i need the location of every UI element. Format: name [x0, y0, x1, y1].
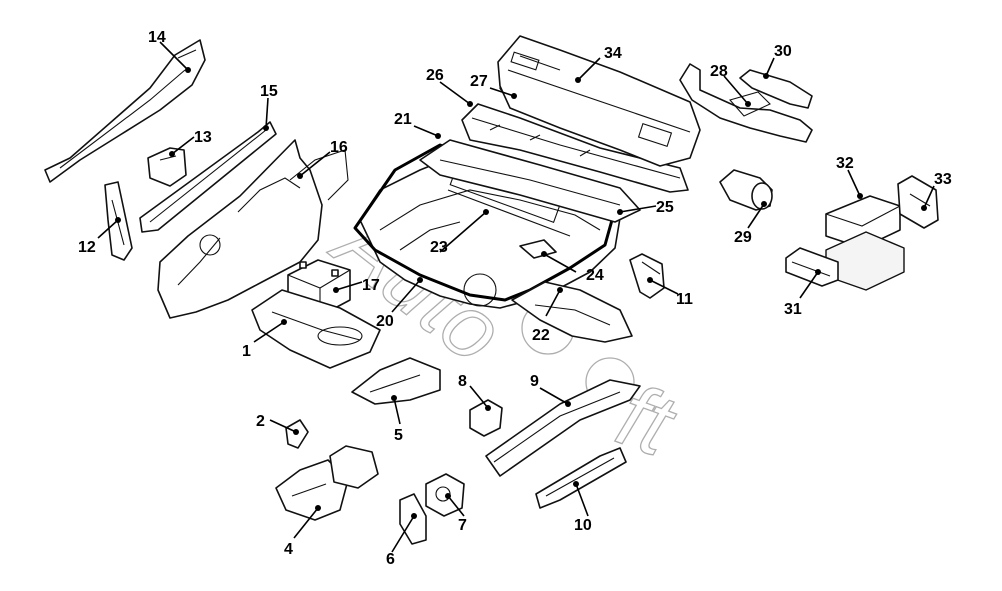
part-10-sill	[535, 447, 627, 509]
callout-7: 7	[458, 517, 467, 534]
callout-labels: 1 2 3 4 5 6 7 8 9 10 11 12 13 14 15 16 1…	[78, 29, 952, 568]
callout-31: 31	[784, 301, 802, 318]
part-4-reservoir	[275, 445, 379, 521]
part-24-clip	[519, 239, 557, 259]
callout-2: 2	[256, 413, 265, 430]
callout-27: 27	[470, 73, 488, 90]
part-11-bracket	[629, 253, 665, 299]
callout-16: 16	[330, 139, 348, 156]
callout-dots	[115, 67, 927, 519]
callout-5: 5	[394, 427, 403, 444]
callout-25: 25	[656, 199, 674, 216]
part-30-wiper-arm	[739, 69, 813, 109]
callout-11: 11	[676, 291, 693, 308]
part-1-battery-tray	[251, 289, 381, 369]
part-16-fender-panel	[157, 139, 349, 319]
callout-21: 21	[394, 111, 412, 128]
callout-15: 15	[260, 83, 278, 100]
part-9-member	[485, 379, 641, 477]
callout-33: 33	[934, 171, 952, 188]
callout-12: 12	[78, 239, 96, 256]
callout-10: 10	[574, 517, 592, 534]
callout-29: 29	[734, 229, 752, 246]
part-31-fuse-box	[785, 247, 839, 287]
callout-32: 32	[836, 155, 854, 172]
callout-13: 13	[194, 129, 212, 146]
callout-1: 1	[242, 343, 251, 360]
callout-24: 24	[586, 267, 604, 284]
part-7-mount	[425, 473, 465, 517]
part-26-upper-cowl	[461, 103, 689, 193]
callout-28: 28	[710, 63, 728, 80]
part-25-cowl-panel	[419, 139, 641, 223]
callout-8: 8	[458, 373, 467, 390]
leader-lines	[97, 41, 935, 553]
part-13-bracket	[147, 147, 187, 187]
part-33-box	[897, 175, 939, 229]
part-28-wiper-linkage	[679, 63, 813, 143]
part-5-tray	[351, 357, 441, 405]
callout-23: 23	[430, 239, 448, 256]
part-32-ecu-cover	[825, 195, 901, 249]
callout-17: 17	[362, 277, 380, 294]
callout-26: 26	[426, 67, 444, 84]
part-15-beam	[139, 121, 277, 233]
callout-14: 14	[148, 29, 166, 46]
part-22-channel	[511, 281, 633, 343]
part-34-cowl-cover	[497, 35, 701, 167]
callout-30: 30	[774, 43, 792, 60]
callout-6: 6	[386, 551, 395, 568]
part-29-motor	[719, 169, 773, 211]
part-8-bracket	[469, 399, 503, 437]
callout-22: 22	[532, 327, 550, 344]
callout-34: 34	[604, 45, 622, 62]
callout-4: 4	[284, 541, 293, 558]
part-14-rail	[44, 39, 206, 183]
callout-20: 20	[376, 313, 394, 330]
callout-9: 9	[530, 373, 539, 390]
